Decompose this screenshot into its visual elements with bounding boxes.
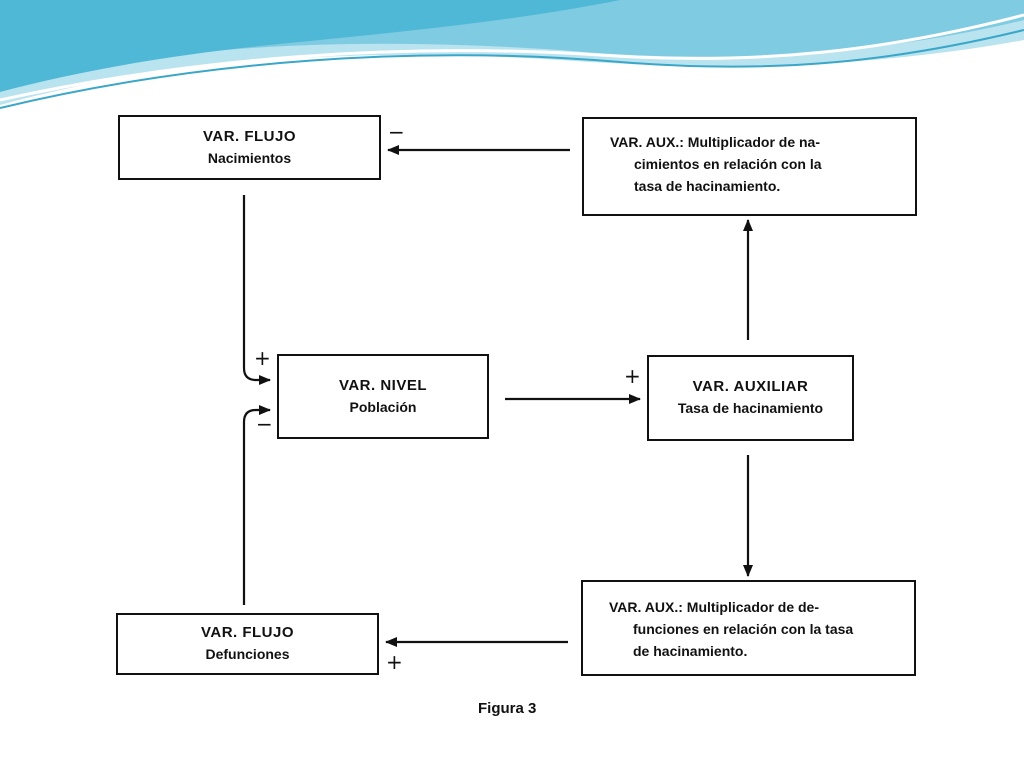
box-subtitle: Defunciones [205,646,290,662]
sign-defunciones-feedback: + [386,650,403,674]
box-subtitle: Nacimientos [207,149,292,166]
sign-defunciones-to-poblacion: − [256,412,273,436]
box-aux-multiplicador-nacimientos: VAR. AUX.: Multiplicador de na- cimiento… [582,117,917,216]
box-flujo-nacimientos: VAR. FLUJO Nacimientos [118,115,381,180]
box-flujo-defunciones: VAR. FLUJO Defunciones [116,613,379,675]
box-line: VAR. AUX.: Multiplicador de na- [610,134,821,150]
slide-header-wave [0,0,1024,109]
box-subtitle: Tasa de hacinamiento [677,400,824,416]
sign-poblacion-to-hacinamiento: + [624,364,641,388]
arrow-defunciones-to-poblacion [242,405,271,605]
box-line: tasa de hacinamiento. [634,178,781,194]
box-title: VAR. FLUJO [200,624,295,641]
box-title: VAR. AUXILIAR [692,378,809,395]
figure-caption: Figura 3 [478,700,537,717]
sign-nacimientos-to-poblacion: + [254,346,271,370]
box-line: funciones en relación con la tasa [633,621,854,637]
box-subtitle: Población [349,398,417,415]
box-auxiliar-hacinamiento: VAR. AUXILIAR Tasa de hacinamiento [647,355,854,441]
box-line: cimientos en relación con la [634,156,822,172]
box-line: VAR. AUX.: Multiplicador de de- [609,599,820,615]
arrow-nacimientos-to-poblacion [242,195,271,385]
box-title: VAR. FLUJO [202,127,297,145]
box-aux-multiplicador-defunciones: VAR. AUX.: Multiplicador de de- funcione… [581,580,916,676]
box-title: VAR. NIVEL [338,376,428,394]
box-line: de hacinamiento. [633,643,748,659]
box-nivel-poblacion: VAR. NIVEL Población [277,354,489,439]
sign-nacimientos-feedback: − [388,120,405,144]
